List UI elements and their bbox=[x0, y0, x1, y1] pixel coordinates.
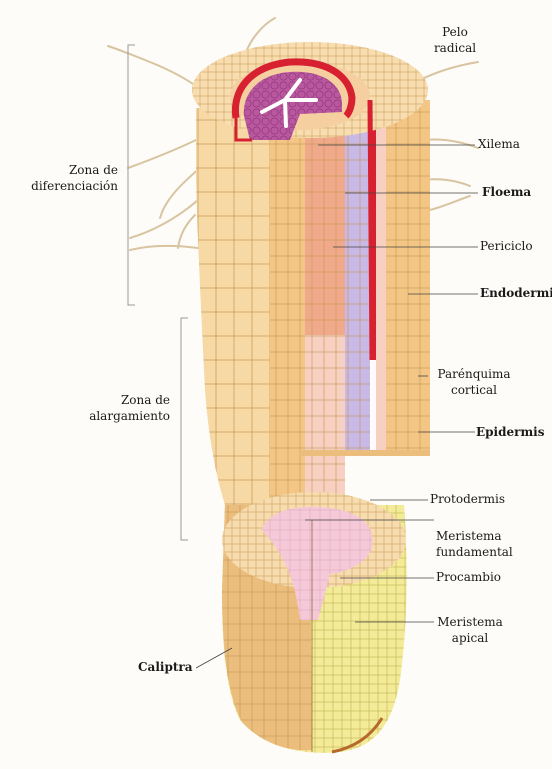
label-meristema-fundamental: Meristema fundamental bbox=[436, 528, 513, 560]
label-meristema-fund-line1: Meristema bbox=[436, 528, 513, 544]
label-pelo-radical-line1: Pelo bbox=[420, 24, 490, 40]
pericycle-strip bbox=[376, 100, 386, 450]
label-floema: Floema bbox=[482, 184, 531, 200]
label-meristema-apical-line2: apical bbox=[430, 630, 510, 646]
label-zona-alarg-line2: alargamiento bbox=[60, 408, 170, 424]
label-procambio: Procambio bbox=[436, 569, 501, 585]
root-tip bbox=[222, 492, 407, 753]
label-protodermis: Protodermis bbox=[430, 491, 505, 507]
label-pelo-radical-line2: radical bbox=[420, 40, 490, 56]
label-zona-dif-line2: diferenciación bbox=[20, 178, 118, 194]
label-parenquima-cortical: Parénquima cortical bbox=[428, 366, 520, 398]
label-meristema-apical-line1: Meristema bbox=[430, 614, 510, 630]
label-zona-alargamiento: Zona de alargamiento bbox=[60, 392, 170, 424]
zone-brackets bbox=[128, 45, 188, 540]
label-epidermis: Epidermis bbox=[476, 424, 544, 440]
label-zona-diferenciacion: Zona de diferenciación bbox=[20, 162, 118, 194]
label-meristema-fund-line2: fundamental bbox=[436, 544, 513, 560]
label-caliptra: Caliptra bbox=[138, 659, 192, 675]
label-parenquima-line1: Parénquima bbox=[428, 366, 520, 382]
label-periciclo: Periciclo bbox=[480, 238, 533, 254]
label-endodermis: Endodermis bbox=[480, 285, 552, 301]
label-zona-alarg-line1: Zona de bbox=[60, 392, 170, 408]
label-parenquima-line2: cortical bbox=[428, 382, 520, 398]
label-xilema: Xilema bbox=[478, 136, 520, 152]
label-pelo-radical: Pelo radical bbox=[420, 24, 490, 56]
label-meristema-apical: Meristema apical bbox=[430, 614, 510, 646]
label-zona-dif-line1: Zona de bbox=[20, 162, 118, 178]
upper-root-cylinder bbox=[192, 42, 430, 505]
